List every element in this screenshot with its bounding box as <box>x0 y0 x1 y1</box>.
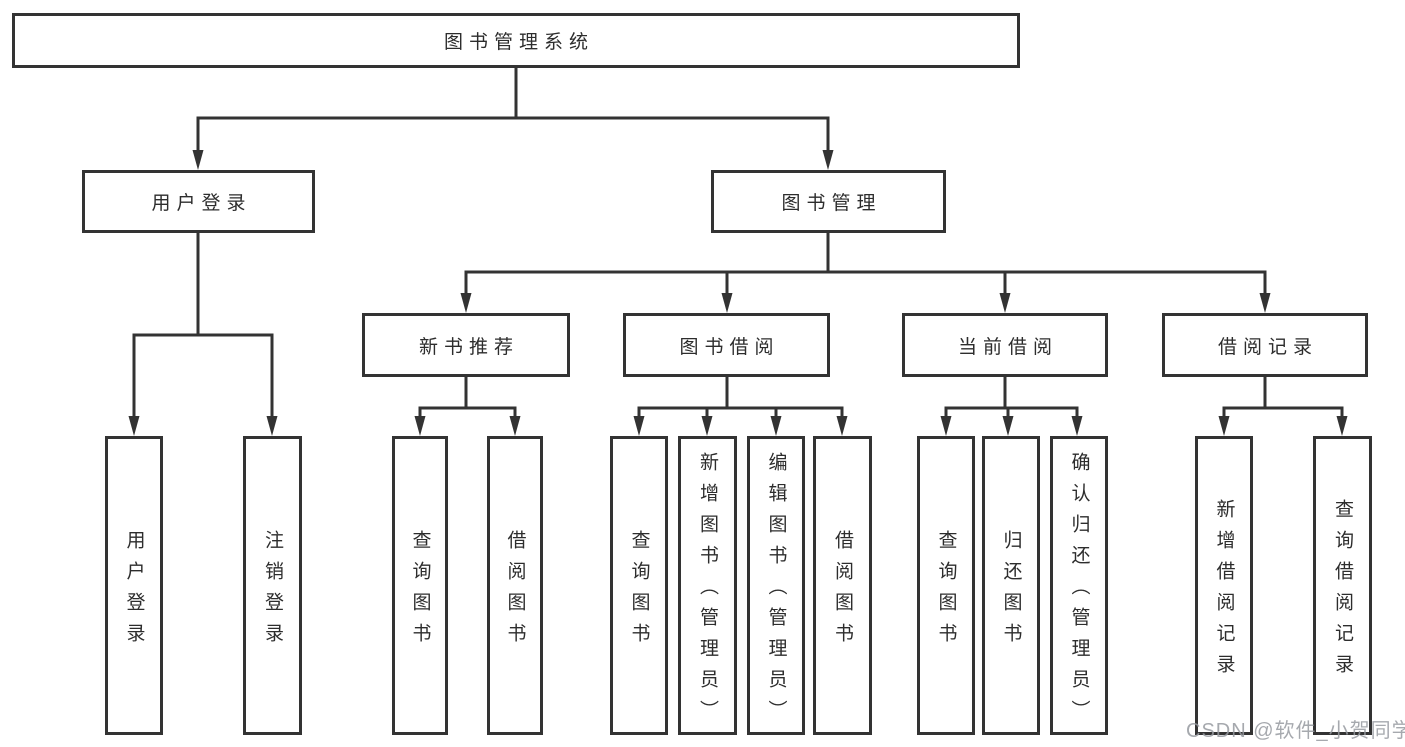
leaf-query-books-current: 查询图书 <box>917 436 975 735</box>
connector-current-borrow <box>940 377 1083 436</box>
connector-root <box>192 68 834 170</box>
leaf-borrow-book-recommend: 借阅图书 <box>487 436 543 735</box>
node-borrow-records: 借阅记录 <box>1162 313 1368 377</box>
leaf-query-books-recommend: 查询图书 <box>392 436 448 735</box>
arrowhead <box>770 416 782 436</box>
leaf-query-borrow-record: 查询借阅记录 <box>1313 436 1372 735</box>
connector-user-login <box>128 233 278 436</box>
leaf-query-borrow-record-label: 查询借阅记录 <box>1332 498 1353 685</box>
arrowhead <box>266 416 278 436</box>
arrowhead <box>836 416 848 436</box>
arrowhead <box>1071 416 1083 436</box>
leaf-logout-label: 注销登录 <box>262 529 283 654</box>
leaf-add-book-admin-label: 新增图书（管理员） <box>697 452 718 731</box>
arrowhead <box>414 416 426 436</box>
connector-book-management <box>460 233 1271 313</box>
arrowhead <box>999 293 1011 313</box>
node-borrow-records-label: 借阅记录 <box>1217 336 1318 358</box>
node-current-borrow-label: 当前借阅 <box>957 336 1058 358</box>
leaf-borrow-book: 借阅图书 <box>813 436 872 735</box>
arrowhead <box>1336 416 1348 436</box>
node-book-borrow: 图书借阅 <box>623 313 830 377</box>
leaf-user-login-label: 用户登录 <box>123 529 145 654</box>
connector-new-book-recommend <box>414 377 521 436</box>
node-book-management-label: 图书管理 <box>781 193 882 214</box>
node-new-book-recommend-label: 新书推荐 <box>418 336 519 358</box>
node-root: 图书管理系统 <box>12 13 1020 68</box>
leaf-return-book-label: 归还图书 <box>1000 529 1022 654</box>
leaf-logout: 注销登录 <box>243 436 302 735</box>
node-root-label: 图书管理系统 <box>443 32 594 53</box>
arrowhead <box>128 416 140 436</box>
leaf-add-book-admin: 新增图书（管理员） <box>678 436 737 735</box>
leaf-query-books-borrow-label: 查询图书 <box>628 529 650 654</box>
leaf-edit-book-admin-label: 编辑图书（管理员） <box>765 452 787 731</box>
arrowhead <box>1002 416 1014 436</box>
arrowhead <box>1259 293 1271 313</box>
connector-book-borrow <box>633 377 848 436</box>
leaf-confirm-return-admin: 确认归还（管理员） <box>1050 436 1108 735</box>
csdn-watermark: CSDN @软件_小贺同学 <box>1186 720 1405 742</box>
leaf-query-books-borrow: 查询图书 <box>610 436 668 735</box>
arrowhead <box>460 293 472 313</box>
leaf-borrow-book-recommend-label: 借阅图书 <box>504 529 526 654</box>
leaf-edit-book-admin: 编辑图书（管理员） <box>747 436 805 735</box>
leaf-query-books-current-label: 查询图书 <box>935 529 957 654</box>
arrowhead <box>1218 416 1230 436</box>
leaf-borrow-book-label: 借阅图书 <box>832 529 853 654</box>
connector-borrow-records <box>1218 377 1348 436</box>
arrowhead <box>721 293 733 313</box>
node-user-login-label: 用户登录 <box>151 193 252 214</box>
leaf-query-books-recommend-label: 查询图书 <box>409 529 431 654</box>
node-book-borrow-label: 图书借阅 <box>679 336 780 358</box>
arrowhead <box>509 416 521 436</box>
leaf-confirm-return-admin-label: 确认归还（管理员） <box>1068 452 1090 731</box>
node-current-borrow: 当前借阅 <box>902 313 1108 377</box>
arrowhead <box>192 150 204 170</box>
leaf-add-borrow-record: 新增借阅记录 <box>1195 436 1253 735</box>
node-new-book-recommend: 新书推荐 <box>362 313 570 377</box>
leaf-add-borrow-record-label: 新增借阅记录 <box>1213 498 1235 685</box>
arrowhead <box>633 416 645 436</box>
arrowhead <box>701 416 713 436</box>
leaf-user-login: 用户登录 <box>105 436 163 735</box>
node-book-management: 图书管理 <box>711 170 946 233</box>
arrowhead <box>940 416 952 436</box>
leaf-return-book: 归还图书 <box>982 436 1040 735</box>
node-user-login: 用户登录 <box>82 170 315 233</box>
arrowhead <box>822 150 834 170</box>
